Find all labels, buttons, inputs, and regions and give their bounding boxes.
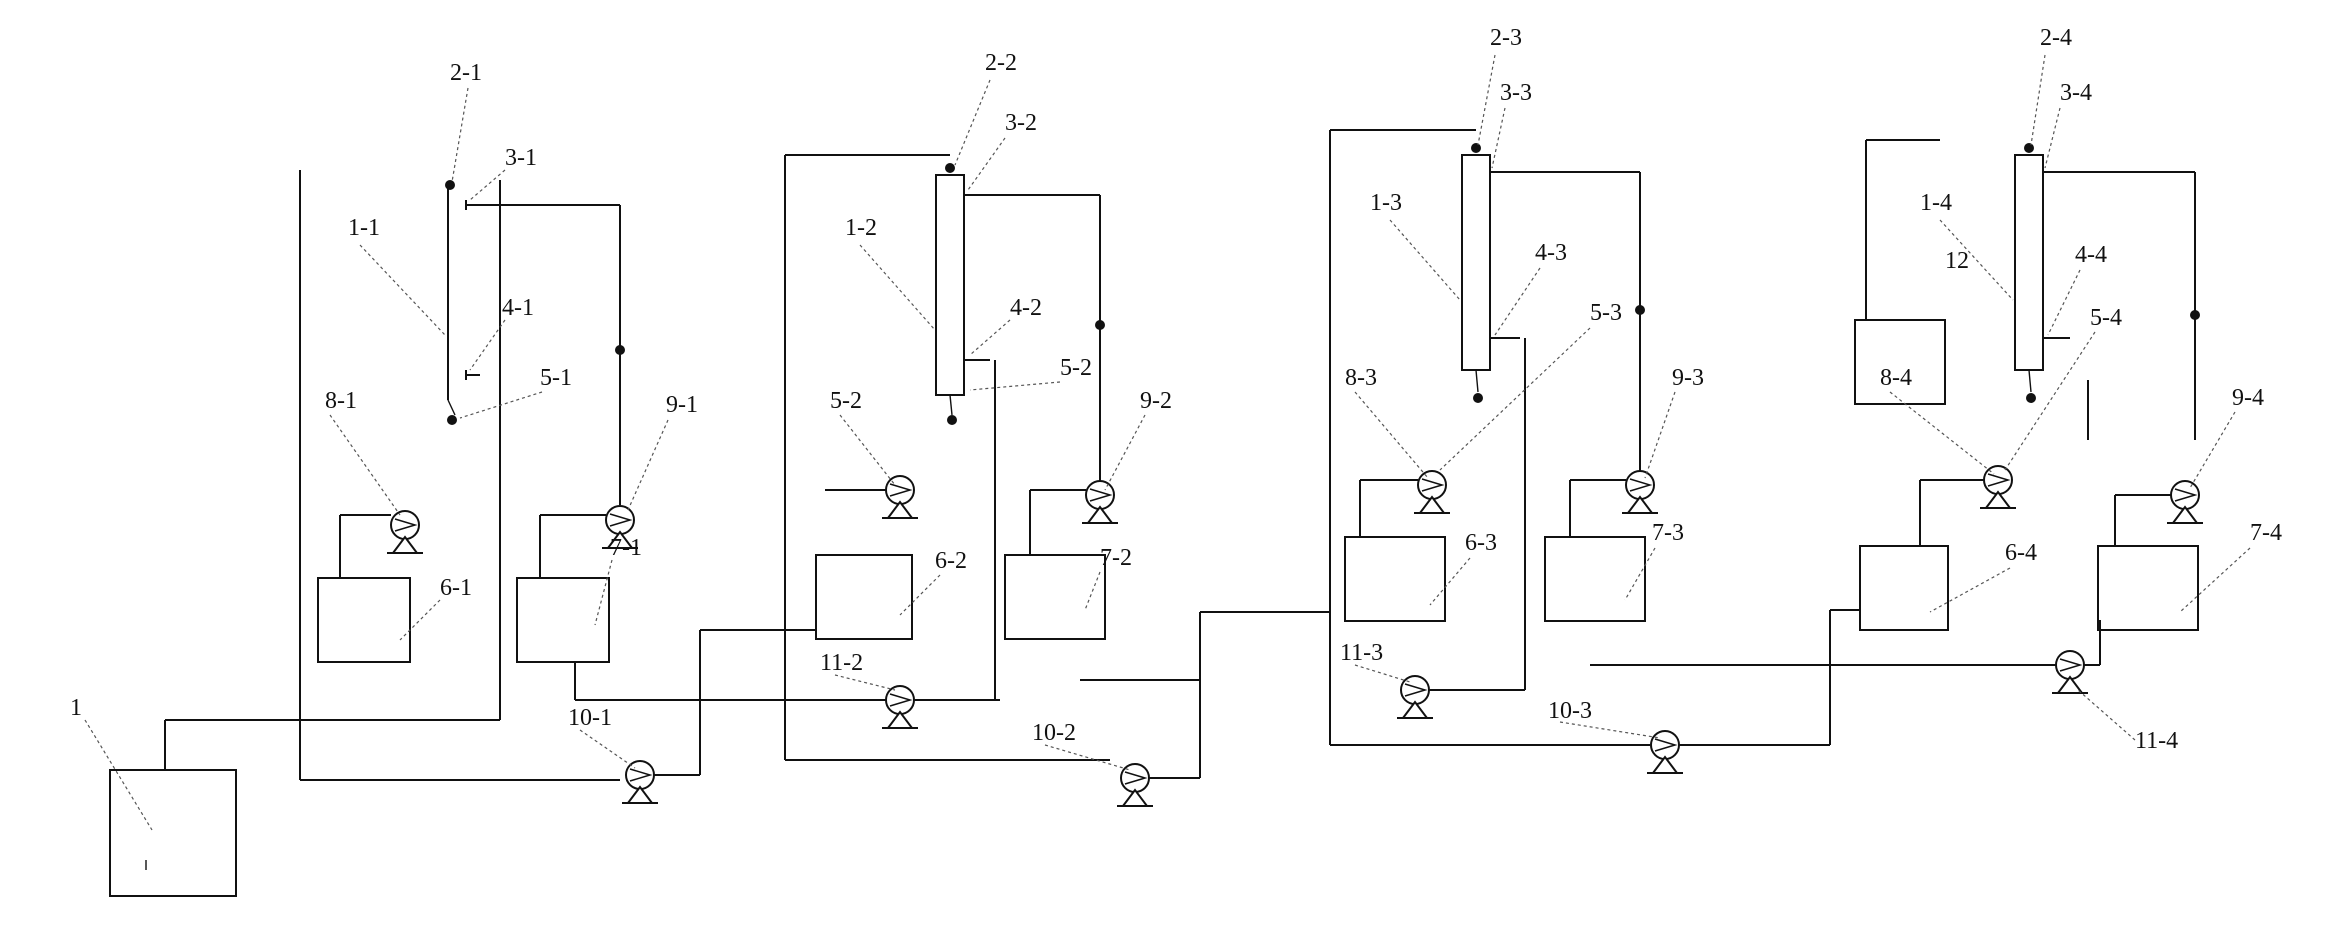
- stage-3: [1329, 129, 2070, 774]
- label-10-3: 10-3: [1548, 698, 1592, 724]
- column-1-2: [935, 174, 965, 396]
- pump-9-3: [1621, 470, 1659, 514]
- tank-6-1: [317, 577, 411, 663]
- label-feed: 1: [70, 695, 82, 721]
- label-12: 12: [1945, 248, 1969, 274]
- pump-8-2: [881, 475, 919, 519]
- label-11-3: 11-3: [1340, 640, 1383, 666]
- label-6-2: 6-2: [935, 548, 967, 574]
- label-3-3: 3-3: [1500, 80, 1532, 106]
- stage-1: [164, 170, 1000, 804]
- label-7-1: 7-1: [610, 535, 642, 561]
- label-6-3: 6-3: [1465, 530, 1497, 556]
- label-8-1: 8-1: [325, 388, 357, 414]
- label-9-1: 9-1: [666, 392, 698, 418]
- label-2-2: 2-2: [985, 50, 1017, 76]
- label-5-4: 5-4: [2090, 305, 2122, 331]
- stage-4: [1854, 139, 2204, 694]
- label-5-3: 5-3: [1590, 300, 1622, 326]
- label-1-2: 1-2: [845, 215, 877, 241]
- pump-8-3: [1413, 470, 1451, 514]
- tank-6-2: [815, 554, 913, 640]
- label-5-2: 5-2: [830, 388, 862, 414]
- pump-9-2: [1081, 480, 1119, 524]
- stage-2: [784, 154, 1330, 807]
- label-4-3: 4-3: [1535, 240, 1567, 266]
- feed-tank: [109, 769, 237, 897]
- column-1-4: [2014, 154, 2044, 371]
- pump-8-1: [386, 510, 424, 554]
- label-7-4: 7-4: [2250, 520, 2282, 546]
- label-8-3: 8-3: [1345, 365, 1377, 391]
- pump-10-2: [1116, 763, 1154, 807]
- pump-11-3: [1396, 675, 1434, 719]
- tank-7-4: [2097, 545, 2199, 631]
- label-4-4: 4-4: [2075, 242, 2107, 268]
- pump-10-1: [621, 760, 659, 804]
- label-6-4: 6-4: [2005, 540, 2037, 566]
- label-2-3: 2-3: [1490, 25, 1522, 51]
- label-3-2: 3-2: [1005, 110, 1037, 136]
- label-4-2: 4-2: [1010, 295, 1042, 321]
- pump-11-2: [881, 685, 919, 729]
- label-side-5-2: 5-2: [1060, 355, 1092, 381]
- label-6-1: 6-1: [440, 575, 472, 601]
- label-7-3: 7-3: [1652, 520, 1684, 546]
- column-1-3: [1461, 154, 1491, 371]
- pump-9-4: [2166, 480, 2204, 524]
- label-11-2: 11-2: [820, 650, 863, 676]
- label-3-1: 3-1: [505, 145, 537, 171]
- label-1-3: 1-3: [1370, 190, 1402, 216]
- tank-7-3: [1544, 536, 1646, 622]
- pump-11-4: [2051, 650, 2089, 694]
- label-5-1: 5-1: [540, 365, 572, 391]
- vessel-12: [1854, 319, 1946, 405]
- tank-6-3: [1344, 536, 1446, 622]
- label-4-1: 4-1: [502, 295, 534, 321]
- label-3-4: 3-4: [2060, 80, 2092, 106]
- label-2-1: 2-1: [450, 60, 482, 86]
- label-9-4: 9-4: [2232, 385, 2264, 411]
- label-9-3: 9-3: [1672, 365, 1704, 391]
- tank-7-1: [516, 577, 610, 663]
- label-10-1: 10-1: [568, 705, 612, 731]
- label-10-2: 10-2: [1032, 720, 1076, 746]
- label-2-4: 2-4: [2040, 25, 2072, 51]
- label-7-2: 7-2: [1100, 545, 1132, 571]
- pump-8-4: [1979, 465, 2017, 509]
- pump-10-3: [1646, 730, 1684, 774]
- tank-6-4: [1859, 545, 1949, 631]
- label-1-1: 1-1: [348, 215, 380, 241]
- label-1-4: 1-4: [1920, 190, 1952, 216]
- label-8-4: 8-4: [1880, 365, 1912, 391]
- label-9-2: 9-2: [1140, 388, 1172, 414]
- tank-7-2: [1004, 554, 1106, 640]
- label-11-4: 11-4: [2135, 728, 2178, 754]
